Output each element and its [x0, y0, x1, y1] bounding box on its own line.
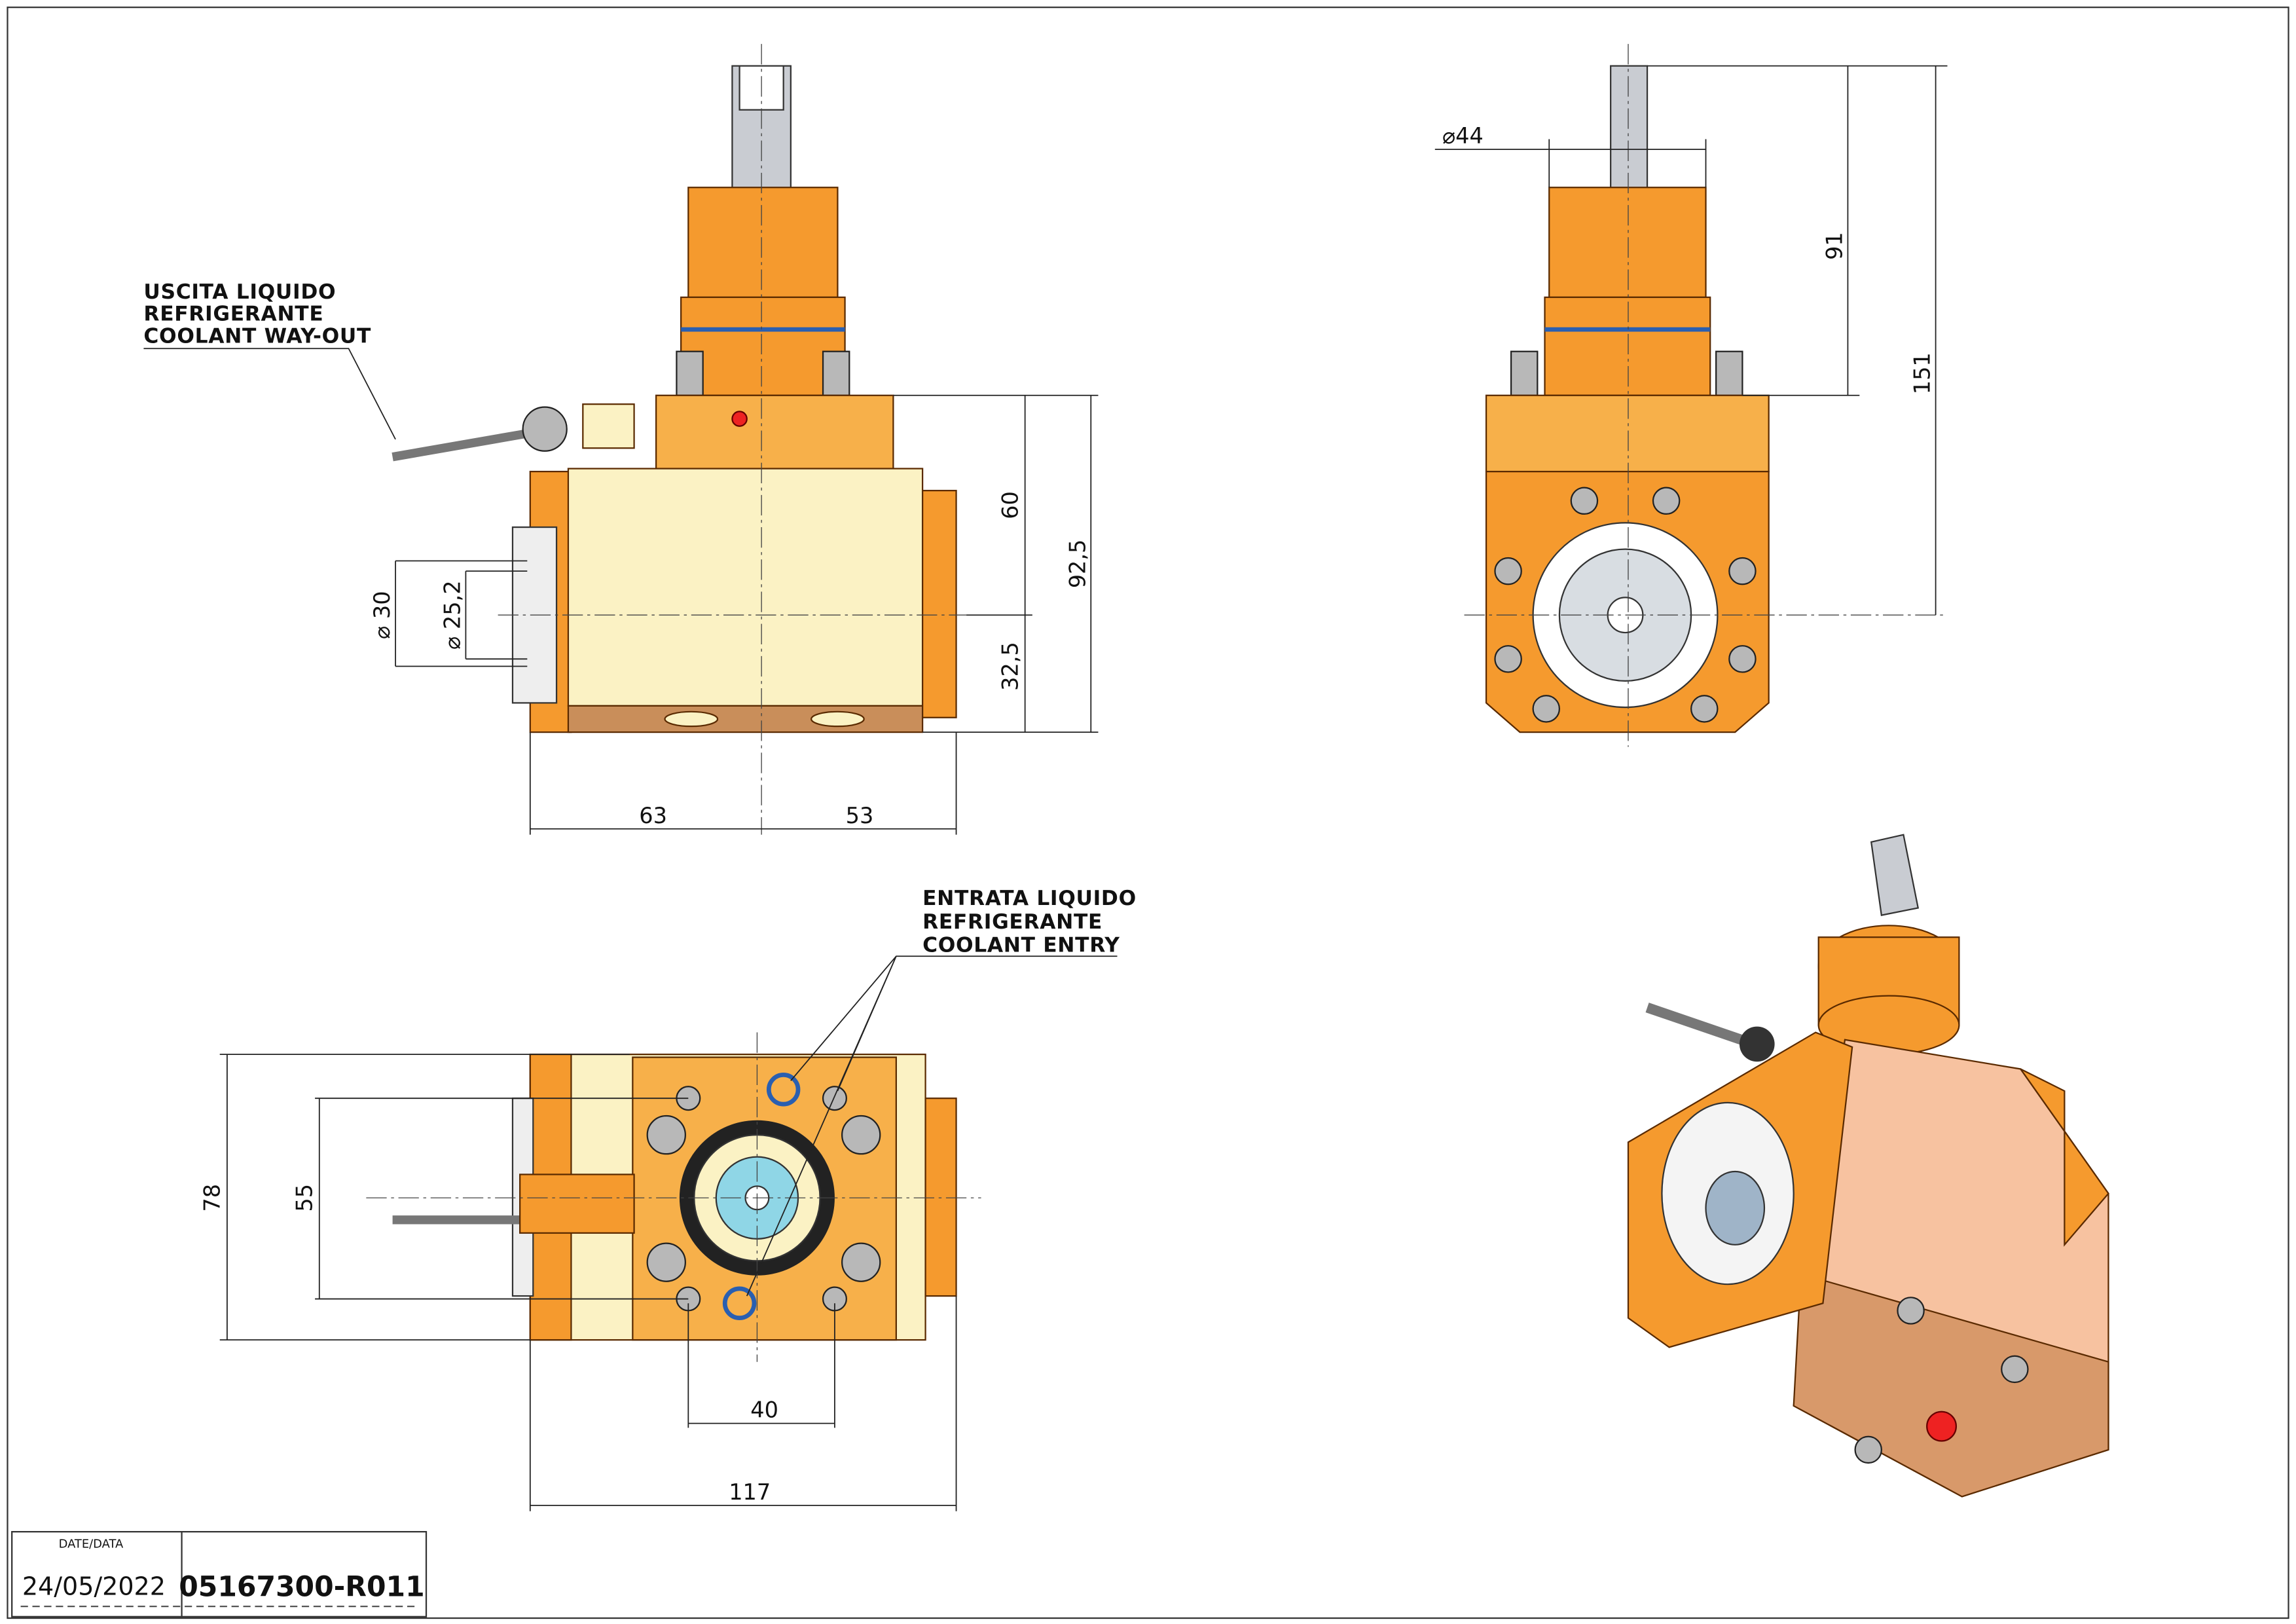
date-label: DATE/DATA [59, 1538, 124, 1551]
dim-dia-25-2: ⌀ 25,2 [439, 580, 465, 650]
coolant-out-label: USCITA LIQUIDO REFRIGERANTE COOLANT WAY-… [143, 280, 396, 440]
side-dimensions: ⌀44 91 151 [1434, 65, 1948, 616]
dim-151: 151 [1910, 352, 1935, 394]
front-dimensions: 60 92,5 32,5 63 53 ⌀ 30 ⌀ 25,2 [369, 394, 1099, 835]
dim-117: 117 [729, 1479, 771, 1505]
title-block: DATE/DATA 24/05/2022 05167300-R011 [11, 1530, 428, 1617]
side-view [1464, 44, 1948, 747]
isometric-view [1627, 834, 2109, 1498]
front-view [392, 44, 1025, 835]
dim-40: 40 [750, 1397, 778, 1423]
bottom-dimensions: 78 55 40 117 [200, 1054, 957, 1511]
svg-text:COOLANT WAY-OUT: COOLANT WAY-OUT [143, 324, 371, 348]
svg-text:REFRIGERANTE: REFRIGERANTE [922, 910, 1102, 934]
dim-91: 91 [1821, 232, 1847, 260]
dim-63: 63 [639, 803, 667, 828]
dim-78: 78 [200, 1184, 225, 1212]
dim-55: 55 [292, 1184, 318, 1212]
dim-dia-44: ⌀44 [1442, 123, 1484, 149]
dim-60: 60 [997, 491, 1023, 519]
coolant-entry-label: ENTRATA LIQUIDO REFRIGERANTE COOLANT ENT… [746, 887, 1137, 1297]
dim-92-5: 92,5 [1065, 540, 1090, 589]
dim-53: 53 [846, 803, 874, 828]
svg-text:REFRIGERANTE: REFRIGERANTE [143, 303, 323, 326]
dim-32-5: 32,5 [997, 642, 1023, 691]
svg-text:USCITA LIQUIDO: USCITA LIQUIDO [143, 280, 336, 304]
drawing-border [7, 7, 2289, 1619]
part-number: 05167300-R011 [179, 1572, 424, 1604]
svg-text:ENTRATA LIQUIDO: ENTRATA LIQUIDO [922, 887, 1137, 910]
dim-dia-30: ⌀ 30 [369, 591, 395, 639]
date-value: 24/05/2022 [22, 1572, 166, 1600]
bottom-view [366, 1032, 981, 1362]
svg-text:COOLANT ENTRY: COOLANT ENTRY [922, 934, 1120, 957]
